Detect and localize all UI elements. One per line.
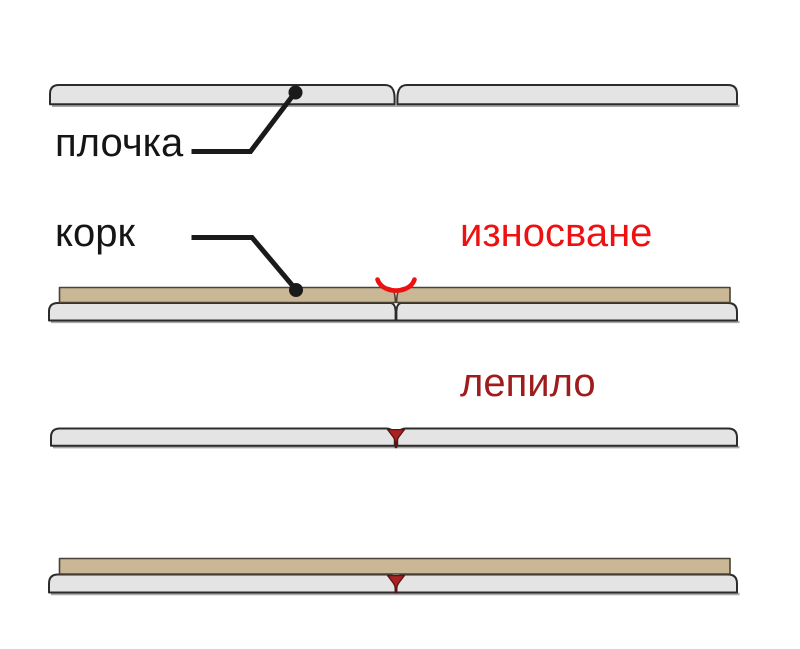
label-wear: износване	[460, 211, 653, 255]
cork-callout	[191, 235, 303, 297]
wear-mark-right-arc	[394, 277, 417, 293]
tile-row4-left	[48, 573, 397, 594]
tile-callout-line	[191, 92, 296, 154]
cork-row4-layer	[58, 557, 731, 575]
label-glue: лепило	[460, 361, 596, 405]
tile-row4-right	[395, 573, 738, 594]
wear-mark-left-arc	[375, 277, 398, 293]
tile-row2-right	[395, 302, 738, 322]
wear-mark-icon	[375, 277, 417, 293]
tile-callout-dot	[288, 85, 303, 100]
tile-row1-right	[396, 84, 738, 106]
tile-row1-left	[49, 84, 396, 106]
row-plain-tiles	[49, 84, 738, 106]
cork-row2-left	[58, 286, 397, 304]
glue-row4-wedge	[386, 574, 406, 590]
label-cork: корк	[55, 211, 135, 255]
glue-mark-icon	[386, 574, 406, 594]
cork-callout-dot	[289, 283, 303, 297]
cork-row2-right	[395, 286, 731, 304]
row-cork-worn	[48, 277, 738, 322]
label-tile: плочка	[55, 121, 184, 165]
cork-callout-line	[191, 235, 297, 291]
glue-mark-icon	[386, 428, 406, 449]
row-cork-glued	[48, 557, 738, 594]
tile-row3-right	[396, 427, 738, 447]
tile-callout	[191, 85, 303, 154]
row-glued-tiles	[50, 427, 738, 449]
tile-row2-left	[48, 302, 397, 322]
glue-row3-wedge	[386, 428, 406, 444]
tile-row3-left	[50, 427, 396, 447]
